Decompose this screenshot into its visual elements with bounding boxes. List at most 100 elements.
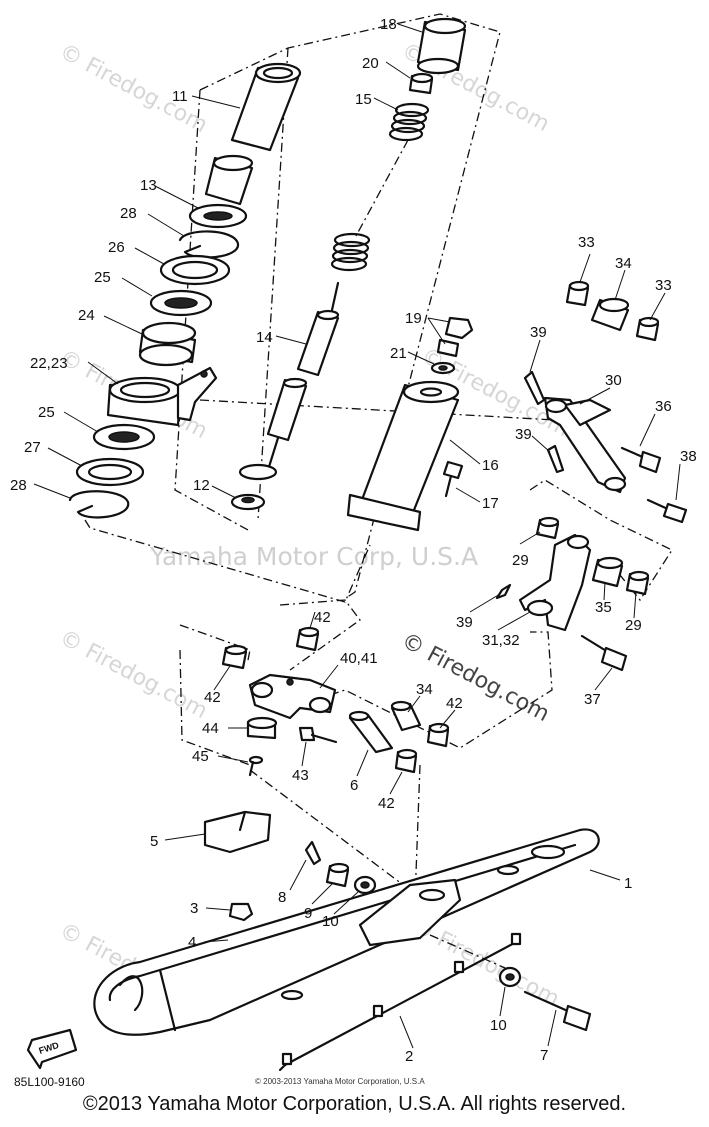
label-19: 19 [405, 310, 422, 327]
part-12-seat [230, 493, 266, 511]
label-9: 9 [304, 905, 312, 922]
label-7: 7 [540, 1047, 548, 1064]
label-6: 6 [350, 777, 358, 794]
leader-lines [33, 23, 681, 1049]
label-44: 44 [202, 720, 219, 737]
watermark-corp: Yamaha Motor Corp, U.S.A [149, 542, 478, 571]
label-29-b: 29 [625, 617, 642, 634]
label-42-c: 42 [446, 695, 463, 712]
label-12: 12 [193, 477, 210, 494]
outline-bottom [84, 519, 371, 603]
label-39-c: 39 [456, 614, 473, 631]
part-24-bushing [138, 321, 197, 367]
part-shapes [26, 17, 688, 1072]
part-1-ski [93, 828, 600, 1036]
label-5: 5 [150, 833, 158, 850]
part-30-link-arm [543, 396, 627, 494]
part-6-pipe [348, 710, 394, 754]
part-15-spring-bottom [330, 232, 371, 272]
part-5-rubber-block [203, 810, 272, 854]
label-40-41: 40,41 [340, 650, 378, 667]
outline-pivot [199, 399, 556, 421]
watermark-firedog: © Firedog.com [55, 625, 211, 724]
outline-bracket-left [179, 624, 251, 661]
label-28: 28 [120, 205, 137, 222]
label-33: 33 [578, 234, 595, 251]
part-14-damper-rod [238, 281, 340, 481]
outline-spring-right [257, 47, 289, 521]
part-45-screw [248, 755, 264, 777]
part-9-collar [325, 862, 350, 888]
part-18-bump-stop [416, 17, 467, 75]
label-24: 24 [78, 307, 95, 324]
label-13: 13 [140, 177, 157, 194]
part-25-ring [149, 289, 213, 317]
label-39-b: 39 [515, 426, 532, 443]
copyright-footer: ©2013 Yamaha Motor Corporation, U.S.A. A… [82, 1093, 627, 1115]
outline-axle [429, 934, 506, 969]
part-36-bolt [620, 446, 662, 474]
label-4: 4 [188, 934, 196, 951]
label-8: 8 [278, 889, 286, 906]
label-38: 38 [680, 448, 697, 465]
label-39: 39 [530, 324, 547, 341]
label-34: 34 [615, 255, 632, 272]
part-39-cotter-pin-3 [495, 583, 512, 600]
fwd-arrow-icon [26, 1028, 78, 1070]
outline-bracket [279, 599, 361, 671]
part-22-23-bracket [106, 366, 218, 427]
watermark-firedog-center: © Firedog.com [397, 628, 553, 727]
part-33-collar-2 [635, 316, 660, 342]
part-37-bolt [580, 634, 628, 672]
label-42-b: 42 [204, 689, 221, 706]
part-15-spring-top [388, 102, 430, 142]
outline-left-stack [179, 649, 251, 766]
part-25-ring-lower [92, 423, 156, 451]
part-3-nut [228, 902, 254, 922]
label-27: 27 [24, 439, 41, 456]
part-16-shock-body [346, 380, 460, 532]
part-39-cotter-pin-2 [546, 444, 565, 474]
part-42-bushing-1 [295, 626, 320, 652]
label-3: 3 [190, 900, 198, 917]
label-45: 45 [192, 748, 209, 765]
part-19-nut [436, 316, 474, 358]
label-36: 36 [655, 398, 672, 415]
label-33-b: 33 [655, 277, 672, 294]
part-33-collar [565, 280, 590, 307]
label-16: 16 [482, 457, 499, 474]
part-8-pin [304, 840, 322, 866]
part-42-bushing-4 [394, 748, 418, 774]
label-42: 42 [314, 609, 331, 626]
label-11: 11 [172, 88, 188, 105]
part-20-collar [408, 72, 434, 95]
part-11-spring-seat-tube [230, 62, 302, 152]
label-25-lower: 25 [38, 404, 55, 421]
part-40-41-bracket [248, 673, 337, 720]
outline-spring [174, 89, 249, 531]
part-7-bolt [523, 990, 592, 1032]
label-20: 20 [362, 55, 379, 72]
part-35-collar [591, 556, 624, 588]
part-13-washer [188, 203, 248, 229]
small-copyright: © 2003-2013 Yamaha Motor Corporation, U.… [255, 1077, 425, 1086]
part-29-collar [535, 516, 560, 540]
label-35: 35 [595, 599, 612, 616]
label-17: 17 [482, 495, 499, 512]
label-34-b: 34 [416, 681, 433, 698]
part-labels: 18 20 15 11 13 28 26 25 24 14 19 21 22,2… [10, 16, 697, 1065]
part-34-bushing [590, 297, 630, 332]
outline-shock [199, 13, 501, 599]
watermark-firedog: © Firedog.com [55, 39, 211, 138]
part-31-32-lower-arm [518, 533, 592, 632]
part-42-bushing-3 [426, 722, 450, 748]
label-30: 30 [605, 372, 622, 389]
diagram-code: 85L100-9160 [14, 1075, 85, 1089]
part-17-bolt [442, 460, 464, 498]
part-10-washer [353, 875, 377, 895]
label-25: 25 [94, 269, 111, 286]
label-26: 26 [108, 239, 125, 256]
label-22-23: 22,23 [30, 355, 68, 372]
label-28-lower: 28 [10, 477, 27, 494]
outline-ski-mount-2 [414, 764, 421, 901]
